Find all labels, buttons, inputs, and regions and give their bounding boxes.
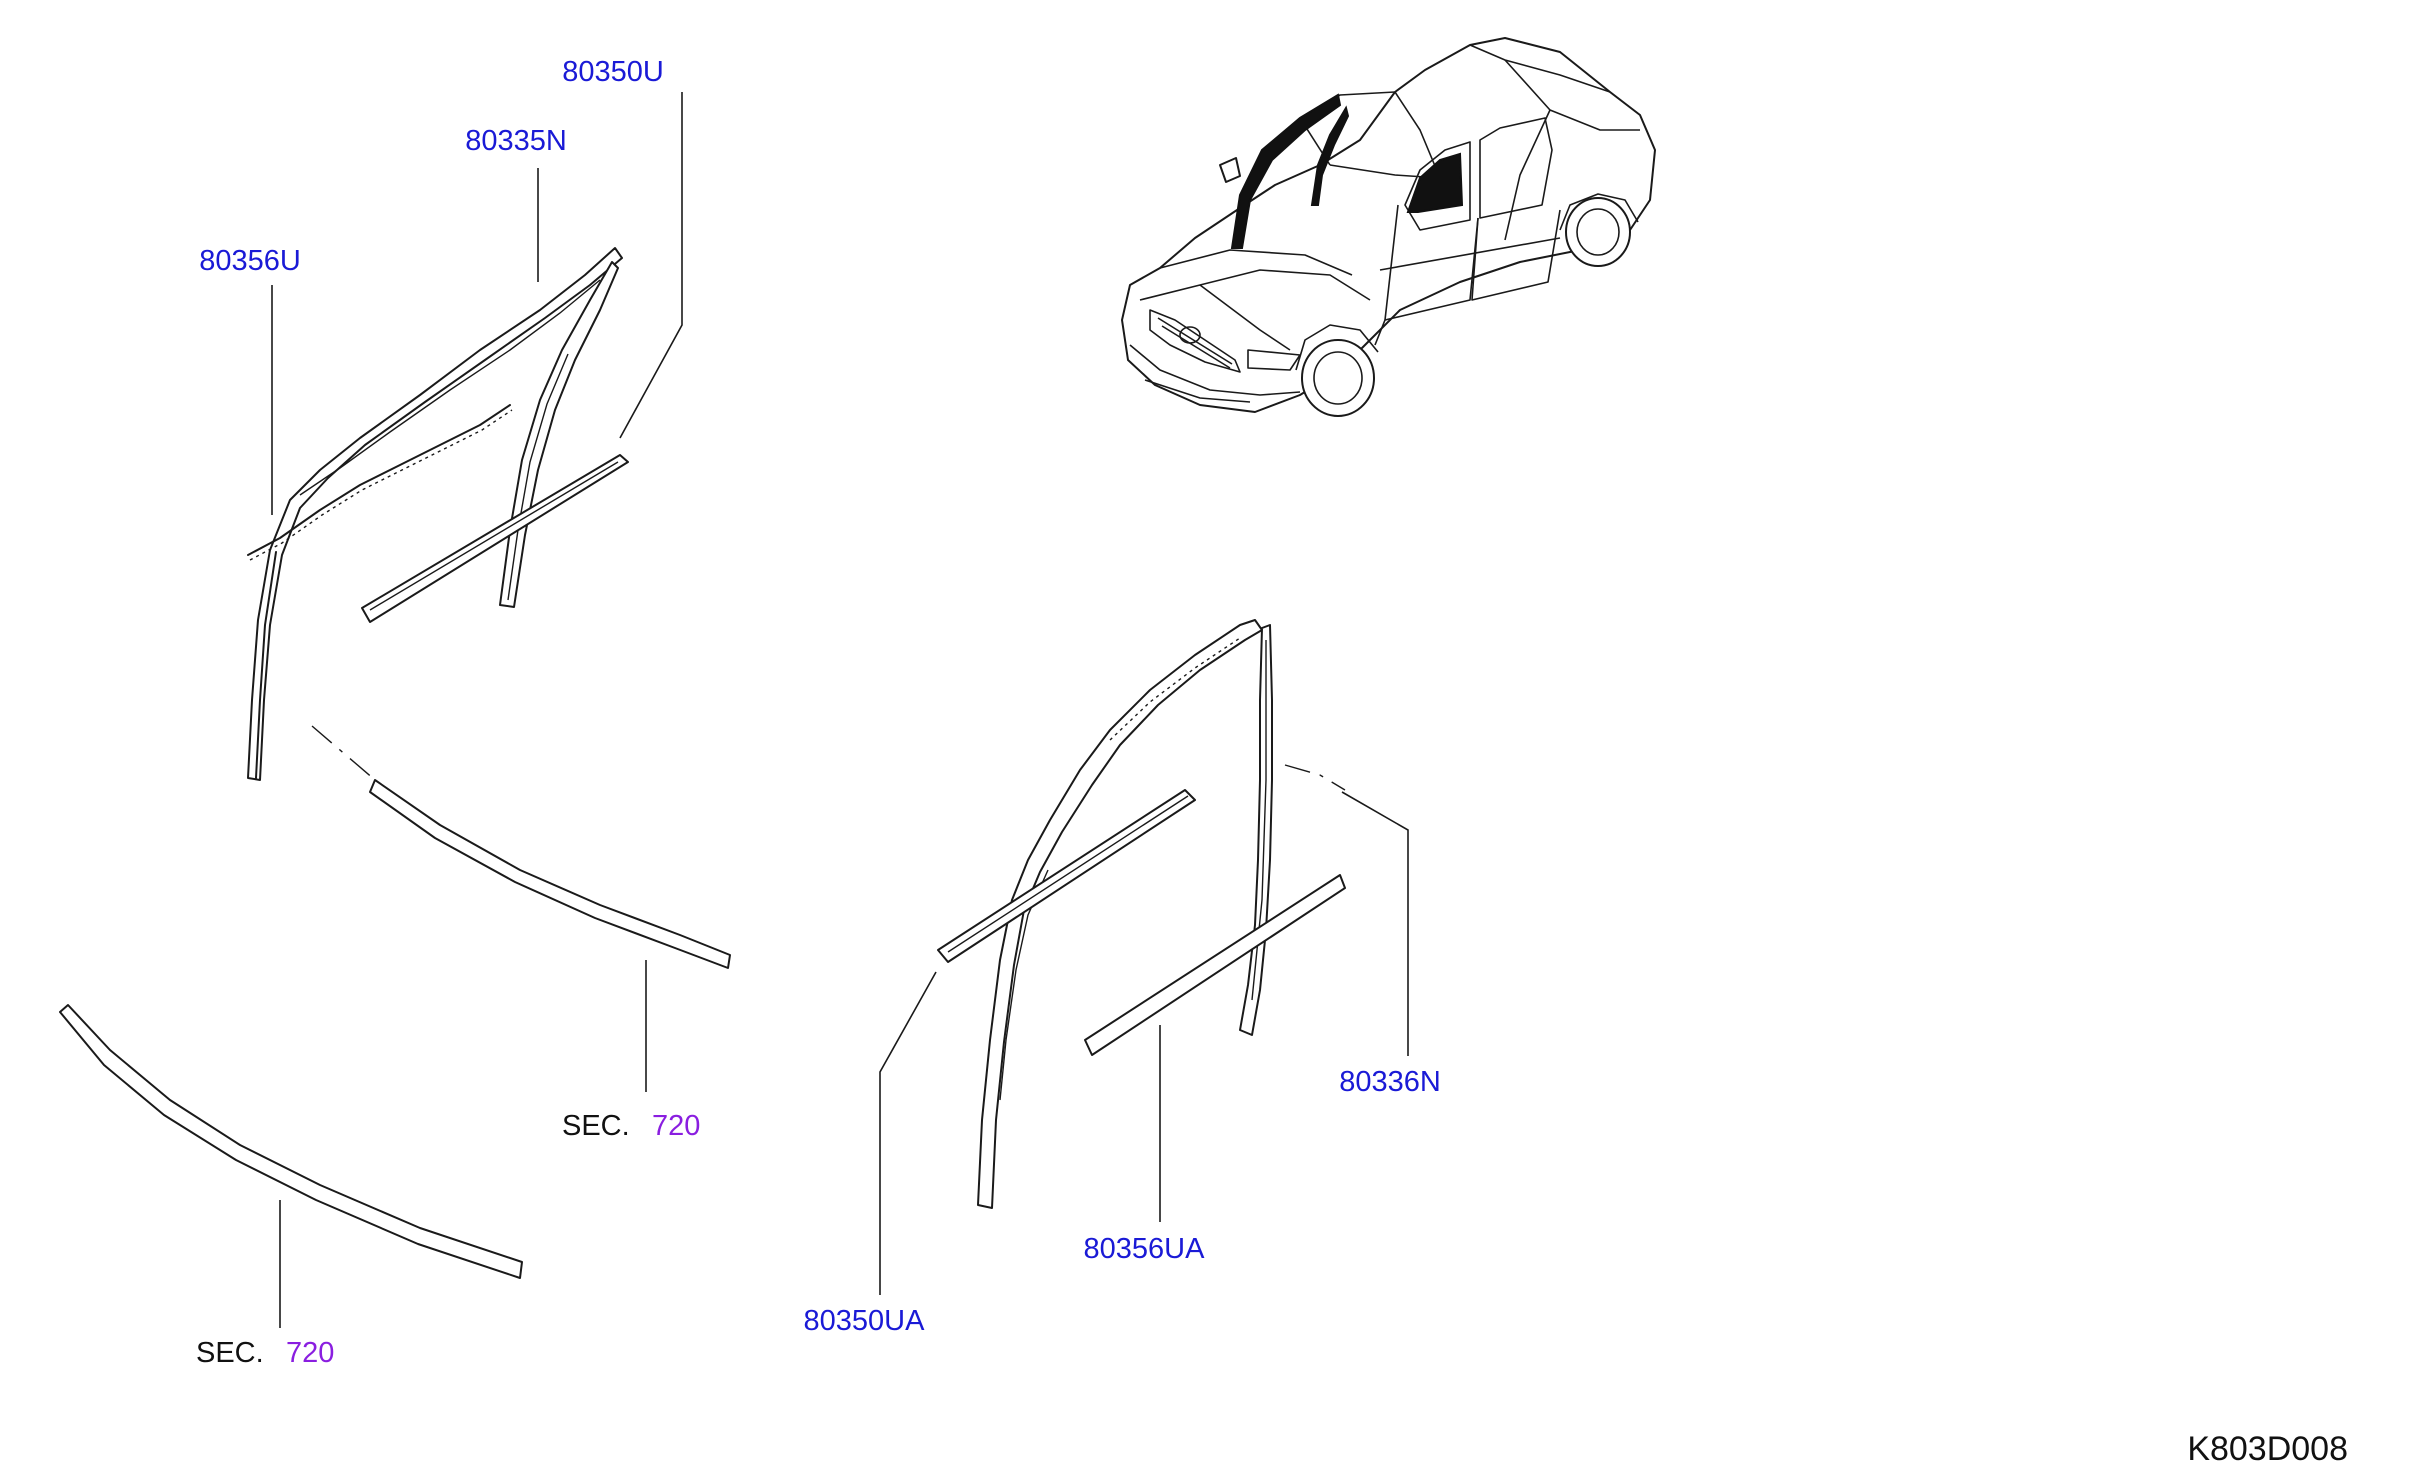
section-ref-prefix: SEC. [196,1337,264,1369]
rear-dash-line [1284,764,1346,791]
callout-80350U[interactable]: 80350U [562,56,664,88]
leader-lines [271,92,1409,1328]
rear-lower-belt-strip[interactable] [1084,874,1346,1056]
rear-upper-belt-strip[interactable] [937,789,1196,963]
callout-80356UA[interactable]: 80356UA [1084,1233,1206,1265]
front-door-frame-moulding[interactable] [247,247,623,781]
vehicle-illustration [1121,37,1656,417]
callout-80356U[interactable]: 80356U [199,245,301,277]
drawing-code: K803D008 [2187,1430,2348,1468]
drip-seal-strip[interactable] [247,404,513,561]
callout-80336N[interactable]: 80336N [1339,1066,1441,1098]
callout-80350UA[interactable]: 80350UA [804,1305,926,1337]
roof-side-seal[interactable] [59,1004,523,1279]
callout-80335N[interactable]: 80335N [465,125,567,157]
front-lower-seal[interactable] [311,725,731,969]
section-ref-number[interactable]: 720 [652,1110,700,1142]
rear-door-sash-weatherstrip[interactable] [1239,624,1273,1036]
section-ref-prefix: SEC. [562,1110,630,1142]
front-belt-moulding[interactable] [361,454,629,623]
section-ref-number[interactable]: 720 [286,1337,334,1369]
